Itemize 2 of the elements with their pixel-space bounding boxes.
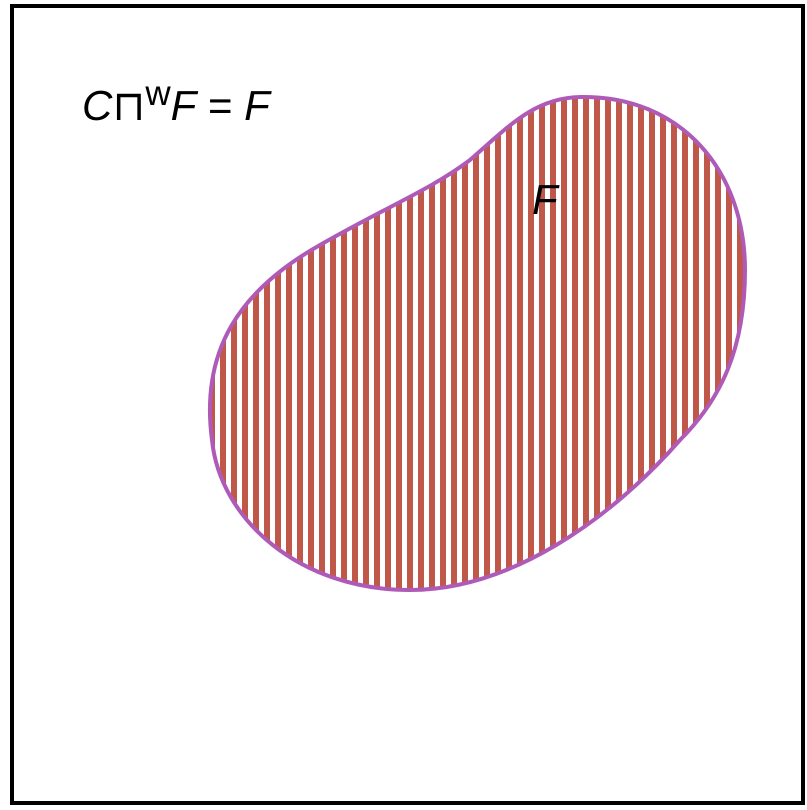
universe-frame	[10, 4, 805, 805]
equation-text: C⊓$^{w}$F = F	[82, 74, 270, 130]
